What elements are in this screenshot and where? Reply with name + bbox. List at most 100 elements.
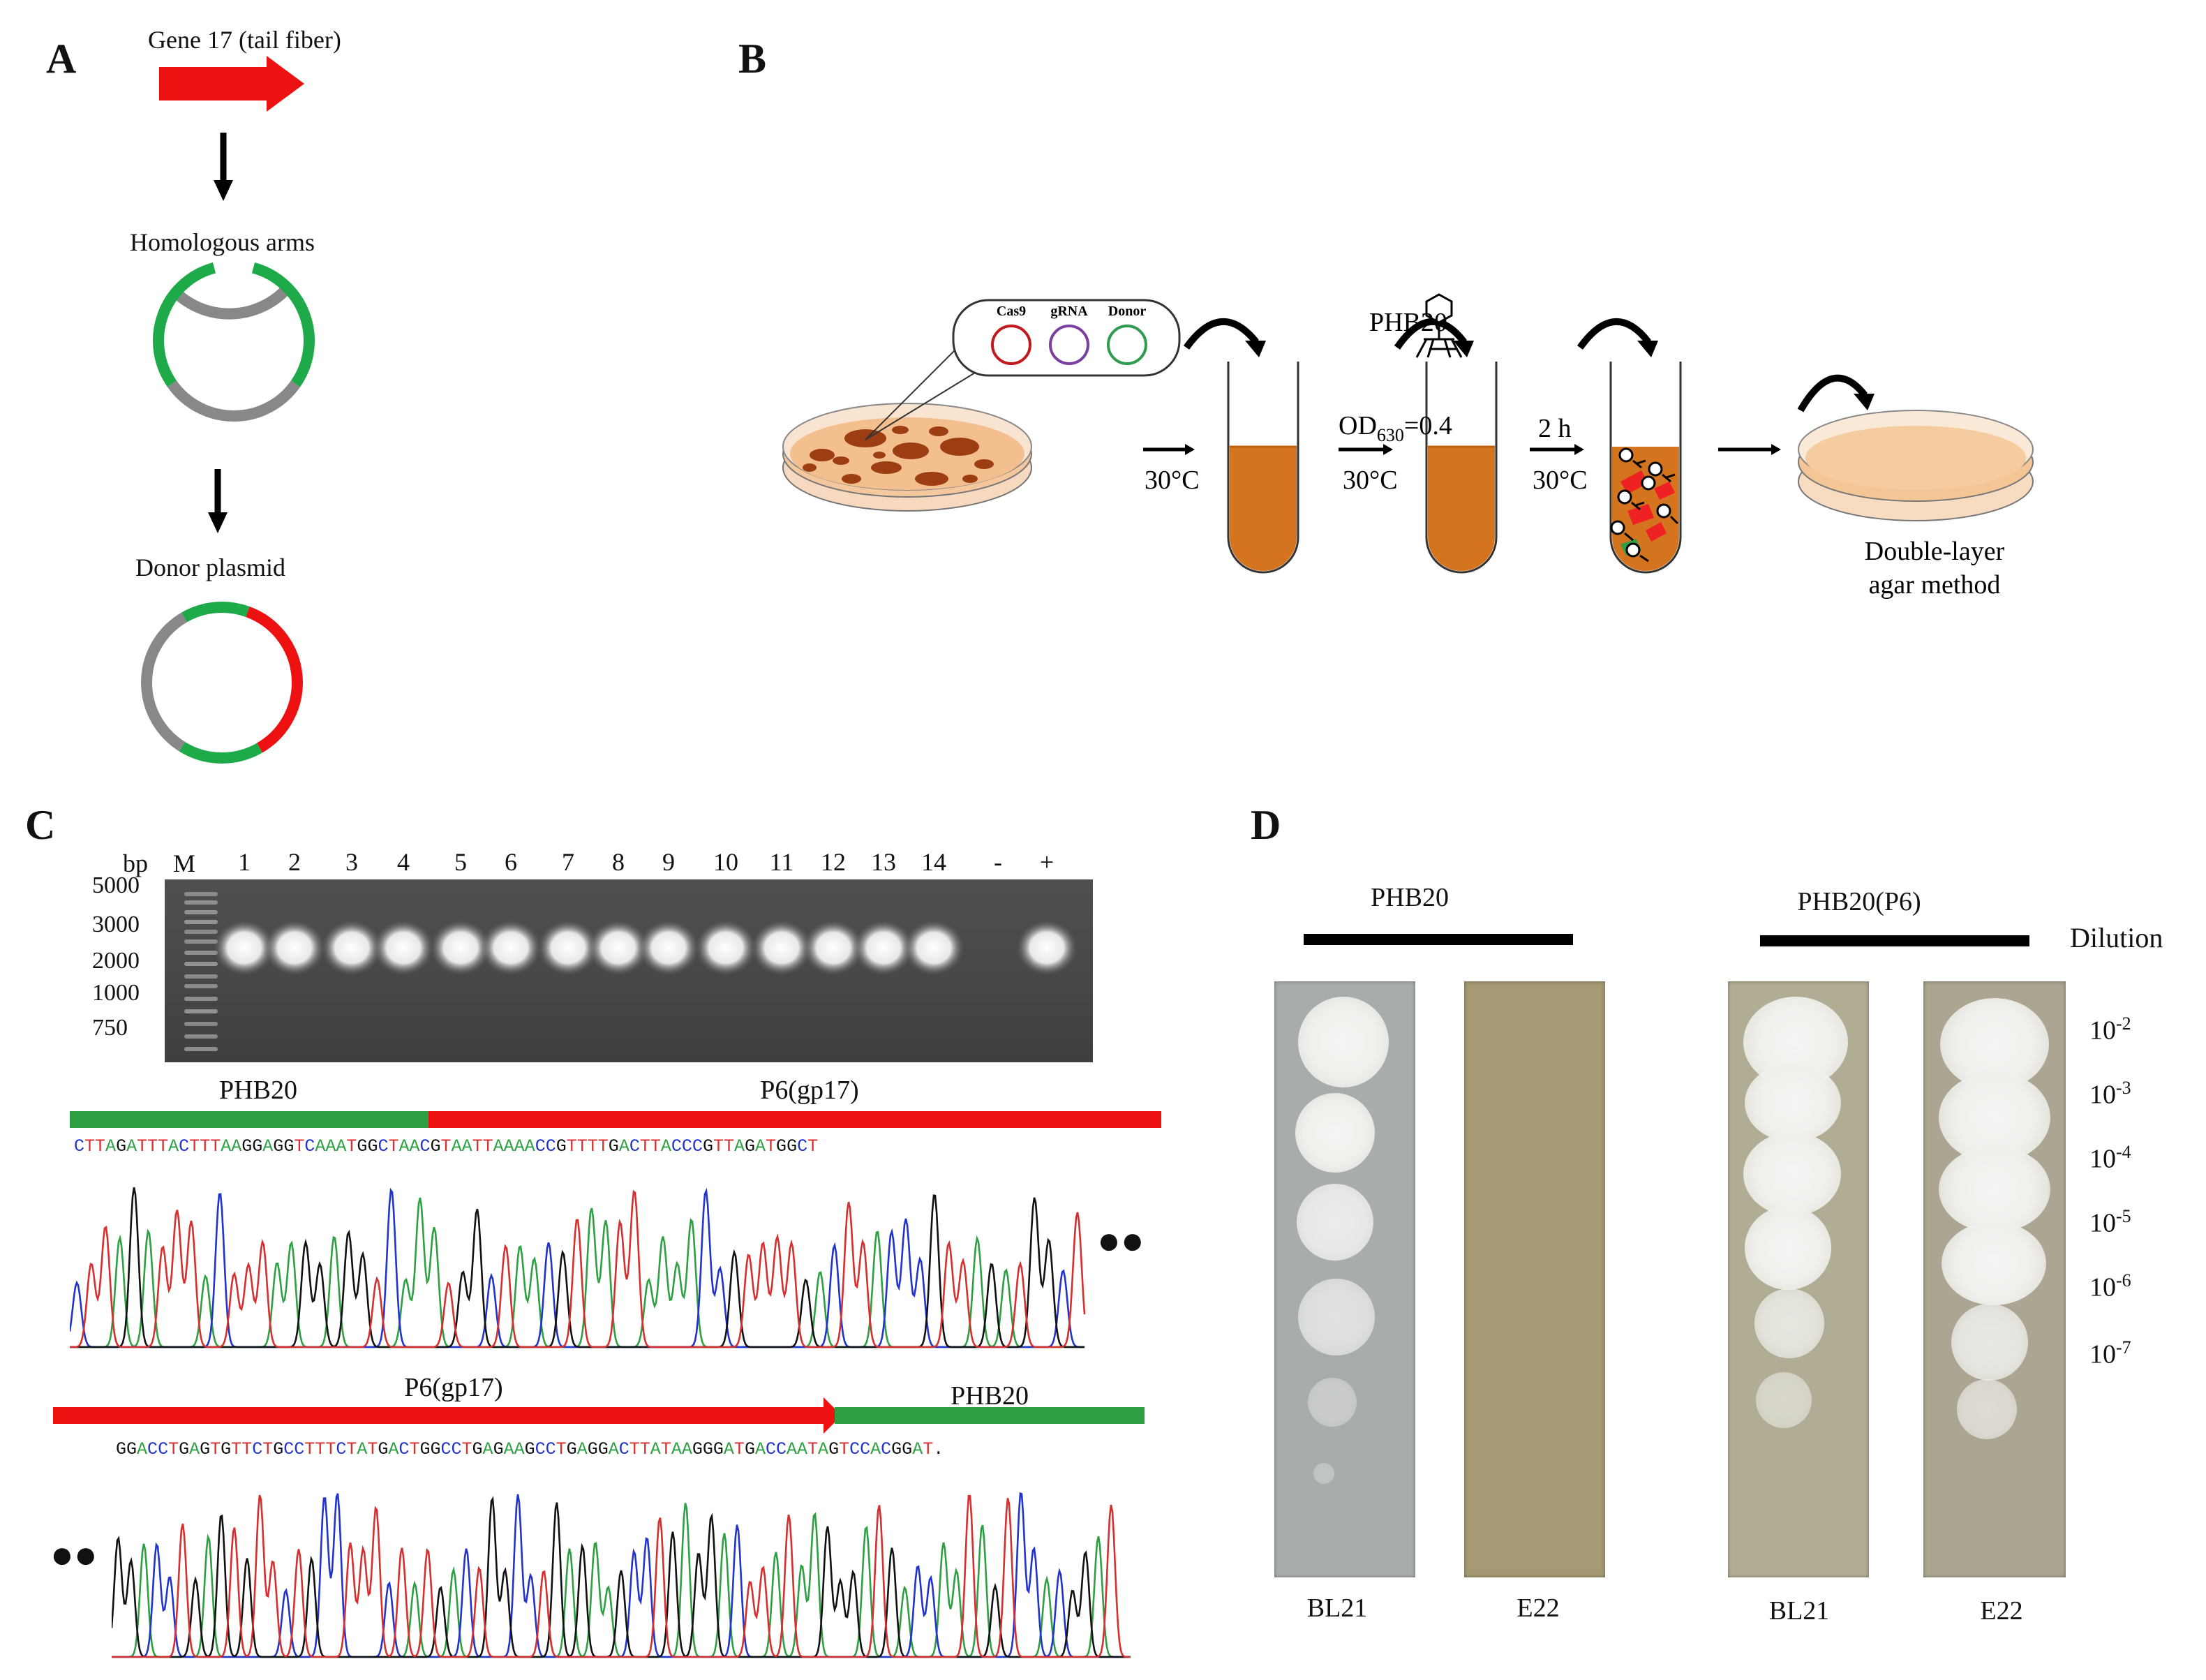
dilution-exponent: -6: [2116, 1270, 2131, 1291]
base: T: [576, 1136, 588, 1157]
seq2-annotation-bar: [53, 1397, 1145, 1434]
base: T: [294, 1136, 305, 1157]
base: A: [754, 1439, 766, 1459]
base: T: [388, 1136, 399, 1157]
base: G: [744, 1439, 755, 1459]
ladder-band: [184, 1034, 218, 1039]
base: A: [912, 1439, 923, 1459]
plaque-spot: [1957, 1379, 2017, 1439]
base: A: [482, 1439, 493, 1459]
pcr-band: [803, 920, 864, 976]
base: T: [367, 1439, 378, 1459]
cas9-label: Cas9: [997, 304, 1026, 319]
base: T: [597, 1136, 609, 1157]
plaque-spot: [1942, 1221, 2046, 1305]
base: C: [535, 1439, 546, 1459]
base: G: [283, 1136, 295, 1157]
seq2-right-label: PHB20: [951, 1381, 1029, 1411]
ladder-size-label: 750: [92, 1015, 128, 1041]
ladder-band: [184, 984, 218, 988]
homologous-arms-circle: [170, 284, 292, 320]
base: A: [336, 1136, 347, 1157]
donor-plasmid-circle: [141, 602, 303, 764]
strain-label-1: BL21: [1306, 1593, 1368, 1623]
base: A: [388, 1439, 399, 1459]
group1-label: PHB20: [1371, 883, 1449, 912]
base: C: [545, 1439, 556, 1459]
panel-label-b: B: [738, 36, 767, 82]
od-label: OD630=0.4: [1339, 411, 1452, 445]
panel-label-d: D: [1251, 802, 1281, 848]
lane-label: 8: [612, 848, 625, 876]
base: C: [797, 1136, 808, 1157]
base: A: [787, 1439, 798, 1459]
base: T: [241, 1439, 253, 1459]
base: A: [514, 1439, 525, 1459]
method-line2: agar method: [1869, 570, 2001, 600]
base: C: [692, 1136, 703, 1157]
base: A: [514, 1136, 525, 1157]
pcr-band: [321, 920, 382, 976]
panel-label-c: C: [25, 802, 56, 848]
gene-17-label: Gene 17 (tail fiber): [148, 26, 341, 54]
donor-label: Donor: [1108, 304, 1147, 319]
base: A: [723, 1439, 734, 1459]
base: G: [357, 1136, 368, 1157]
plaque-spot: [1298, 1279, 1375, 1355]
ladder-band: [184, 1009, 218, 1013]
base: A: [189, 1439, 200, 1459]
panel-b-workflow: Cas9 gRNA Donor: [782, 293, 2034, 600]
pcr-band: [751, 920, 812, 976]
phage-icon: [1415, 293, 1463, 358]
dna-ladder: [184, 892, 218, 1051]
base: A: [733, 1136, 745, 1157]
base: G: [430, 1136, 441, 1157]
base: T: [807, 1439, 819, 1459]
base: T: [147, 1136, 158, 1157]
dilution-header: Dilution: [2070, 922, 2163, 953]
pcr-band: [537, 920, 599, 976]
base: G: [556, 1136, 567, 1157]
base: T: [482, 1136, 493, 1157]
dilution-base: 10: [2089, 1080, 2116, 1110]
base: A: [451, 1136, 462, 1157]
panel-a-diagram: [141, 56, 315, 764]
base: A: [576, 1439, 588, 1459]
ladder-size-label: 2000: [92, 948, 140, 974]
seq1-bases: CTTAGATTTACTTTAAGGAGGTCAAATGGCTAACGTAATT…: [74, 1136, 818, 1157]
base: G: [524, 1439, 535, 1459]
seq1-continuation: ●●: [1097, 1219, 1145, 1263]
ladder-band: [184, 900, 218, 905]
lane-label: 4: [397, 848, 410, 876]
base: A: [409, 1136, 420, 1157]
base: C: [158, 1439, 169, 1459]
base: T: [231, 1439, 242, 1459]
lane-label: 5: [454, 848, 467, 876]
pcr-band: [214, 920, 275, 976]
dilution-base: 10: [2089, 1016, 2116, 1046]
group2-label: PHB20(P6): [1797, 887, 1921, 916]
dilution-label: 10-6: [2089, 1270, 2131, 1303]
base: T: [461, 1439, 472, 1459]
base: T: [325, 1439, 336, 1459]
base: C: [451, 1439, 462, 1459]
ladder-band: [184, 951, 218, 955]
strip-phb20-bl21: [1274, 981, 1415, 1577]
base: C: [545, 1136, 556, 1157]
tube-2: [1425, 362, 1498, 574]
base: A: [503, 1136, 514, 1157]
dilution-exponent: -5: [2116, 1206, 2131, 1226]
double-layer-plate: [1798, 410, 2034, 521]
seq1-annotation-bar: [70, 1111, 1161, 1128]
ladder-size-label: 3000: [92, 912, 140, 937]
base: T: [587, 1136, 598, 1157]
ladder-band: [184, 930, 218, 934]
base: A: [168, 1136, 179, 1157]
homologous-arms-label: Homologous arms: [130, 228, 315, 256]
base: A: [650, 1439, 661, 1459]
base: G: [787, 1136, 798, 1157]
pcr-band: [430, 920, 491, 976]
base: C: [849, 1439, 860, 1459]
base: A: [231, 1136, 242, 1157]
base: G: [902, 1439, 913, 1459]
